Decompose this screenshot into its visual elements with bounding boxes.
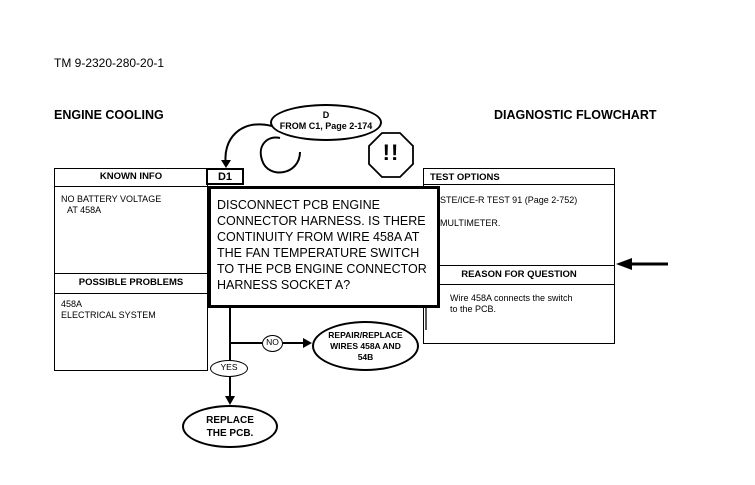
connector-loop xyxy=(259,136,301,174)
section-title: ENGINE COOLING xyxy=(54,108,164,122)
reason-line: to the PCB. xyxy=(450,304,497,314)
yes-arrowhead xyxy=(225,396,235,405)
possible-problems-title: POSSIBLE PROBLEMS xyxy=(55,273,207,294)
caution-symbol: !! xyxy=(382,140,400,165)
reason-body: Wire 458A connects the switch to the PCB… xyxy=(450,293,573,315)
no-label: NO xyxy=(262,335,283,352)
question-line: CONNECTOR HARNESS. IS THERE xyxy=(217,214,426,228)
replace-line: REPLACE xyxy=(206,415,254,426)
connector-from: FROM C1, Page 2-174 xyxy=(279,121,373,131)
question-line: THE FAN TEMPERATURE SWITCH xyxy=(217,246,420,260)
repair-line: 54B xyxy=(357,352,374,362)
question-box: DISCONNECT PCB ENGINE CONNECTOR HARNESS.… xyxy=(208,186,440,308)
options-panel: TEST OPTIONS 1. STE/ICE-R TEST 91 (Page … xyxy=(423,168,615,344)
test-options-body: 1. STE/ICE-R TEST 91 (Page 2-752) 2. MUL… xyxy=(424,185,614,229)
reason-title: REASON FOR QUESTION xyxy=(424,265,614,285)
question-line: CONTINUITY FROM WIRE 458A AT xyxy=(217,230,420,244)
step-id: D1 xyxy=(206,168,244,185)
reason-line: Wire 458A connects the switch xyxy=(450,293,573,303)
flowchart-title: DIAGNOSTIC FLOWCHART xyxy=(494,108,657,122)
known-info-line: AT 458A xyxy=(67,205,102,215)
known-info-line: NO BATTERY VOLTAGE xyxy=(61,194,162,204)
doc-id: TM 9-2320-280-20-1 xyxy=(54,56,165,70)
test-option-item: 2. MULTIMETER. xyxy=(430,218,501,228)
no-arrowhead xyxy=(303,338,312,348)
known-info-body: NO BATTERY VOLTAGE AT 458A xyxy=(55,187,207,259)
possible-problems-body: 458A ELECTRICAL SYSTEM xyxy=(55,294,207,321)
problem-line: 458A xyxy=(61,299,83,309)
replace-action-oval: REPLACE THE PCB. xyxy=(182,405,278,448)
replace-line: THE PCB. xyxy=(206,428,254,439)
known-info-title: KNOWN INFO xyxy=(55,169,207,187)
question-line: TO THE PCB ENGINE CONNECTOR xyxy=(217,262,427,276)
test-options-title: TEST OPTIONS xyxy=(424,169,614,185)
repair-action-oval: REPAIR/REPLACE WIRES 458A AND 54B xyxy=(312,321,419,371)
question-line: HARNESS SOCKET A? xyxy=(217,278,351,292)
test-option-item: 1. STE/ICE-R TEST 91 (Page 2-752) xyxy=(430,195,578,205)
connector-curve xyxy=(224,123,273,166)
reason-arrowhead xyxy=(616,258,632,270)
repair-line: WIRES 458A AND xyxy=(330,341,401,351)
yes-label: YES xyxy=(210,360,248,377)
connector-arrowhead xyxy=(221,160,231,168)
connector-oval: D FROM C1, Page 2-174 xyxy=(270,104,382,141)
caution-octagon xyxy=(368,132,414,178)
connector-letter: D xyxy=(322,110,330,120)
info-panel: KNOWN INFO NO BATTERY VOLTAGE AT 458A PO… xyxy=(54,168,208,371)
repair-line: REPAIR/REPLACE xyxy=(328,330,403,340)
question-line: DISCONNECT PCB ENGINE xyxy=(217,198,380,212)
problem-line: ELECTRICAL SYSTEM xyxy=(61,310,156,320)
